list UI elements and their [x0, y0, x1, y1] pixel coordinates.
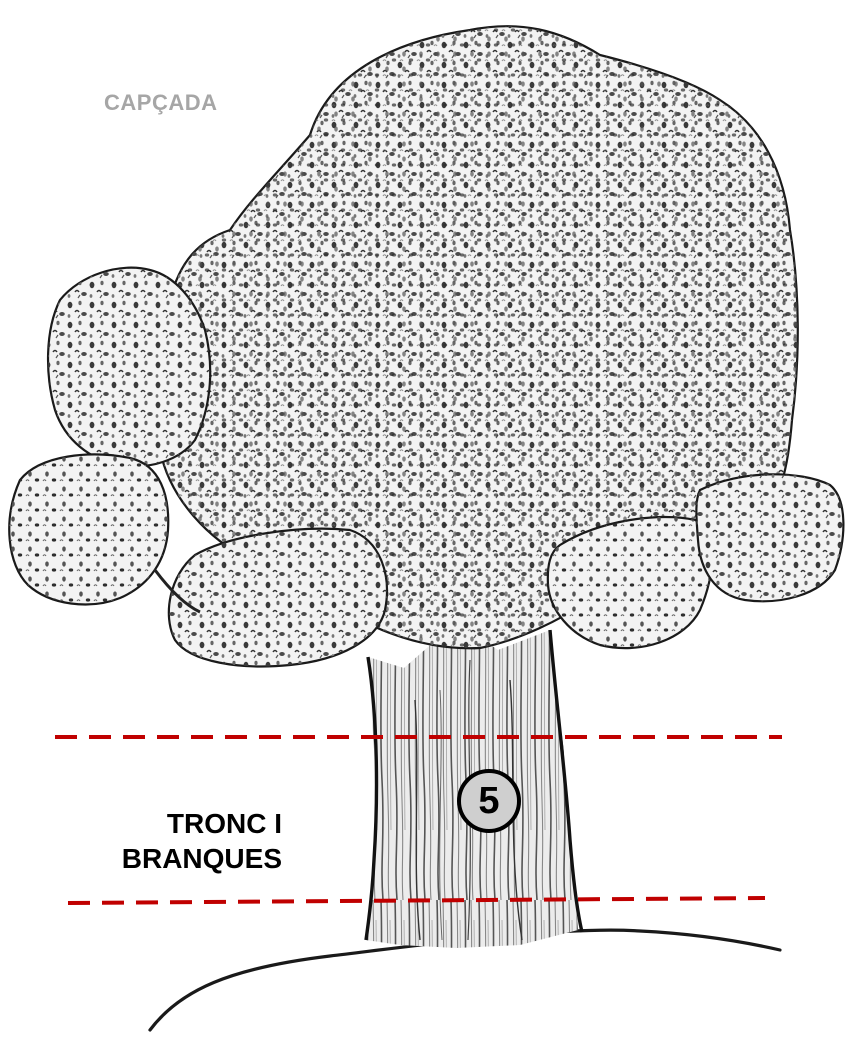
- trunk-label-line-1: TRONC I: [60, 806, 282, 841]
- trunk-label: TRONC I BRANQUES: [60, 806, 282, 876]
- number-badge: 5: [457, 769, 521, 833]
- trunk-label-line-2: BRANQUES: [60, 841, 282, 876]
- canopy-label: CAPÇADA: [104, 90, 218, 116]
- bottom-dashed-line: [68, 898, 765, 903]
- tree-canopy: [9, 26, 843, 666]
- badge-number: 5: [478, 780, 499, 823]
